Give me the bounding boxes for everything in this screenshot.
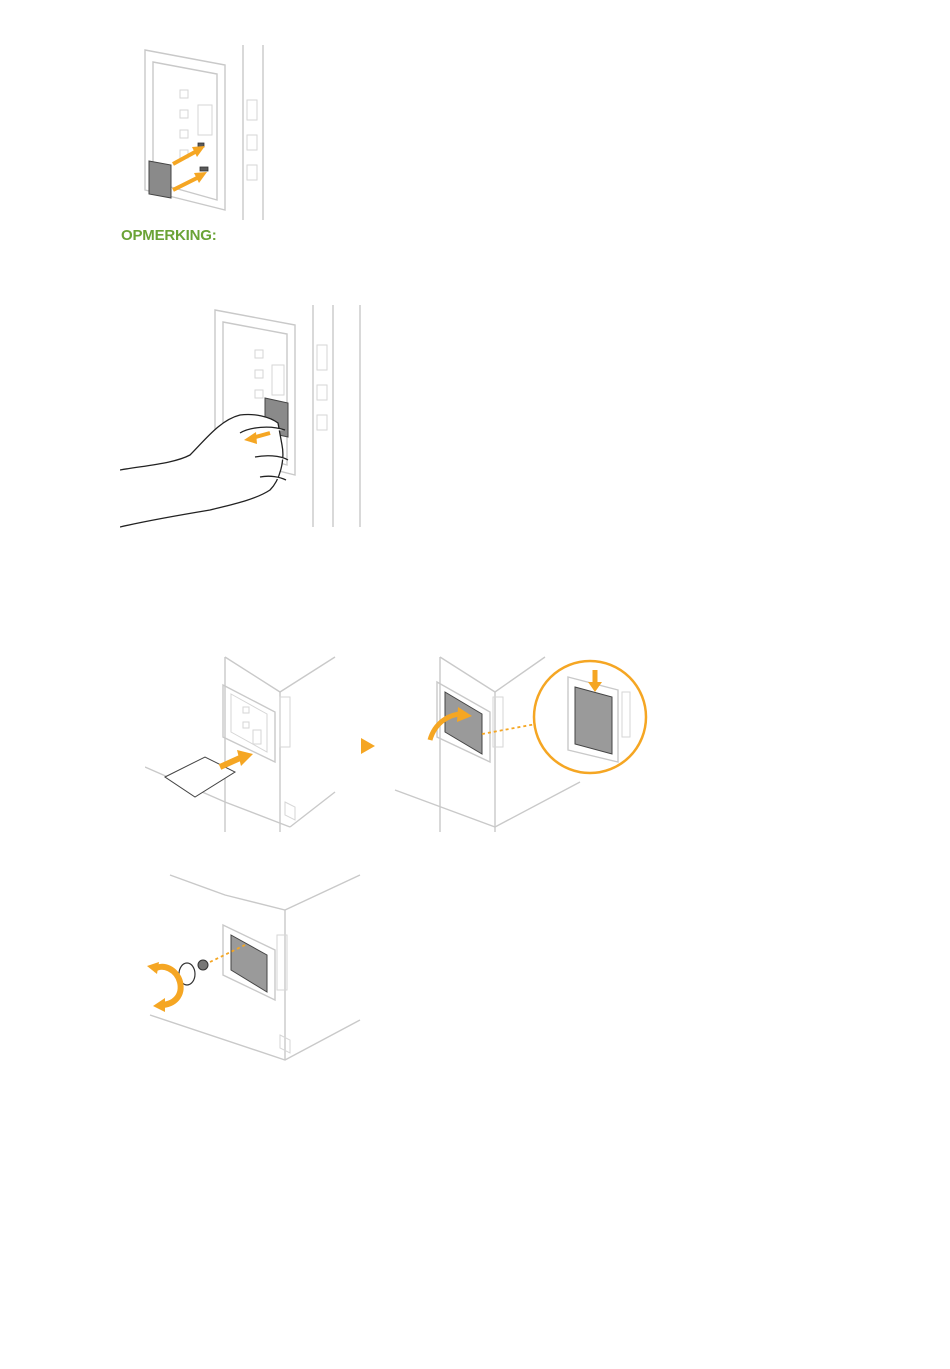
- close-cover-illustration: [390, 652, 655, 832]
- remove-card-illustration: [120, 305, 370, 530]
- sd-card-insert-icon: [149, 161, 171, 198]
- tighten-screw-illustration: [135, 870, 365, 1065]
- insert-card-illustration: [135, 40, 295, 225]
- note-heading: OPMERKING:: [121, 227, 217, 244]
- attach-cover-illustration: [145, 652, 340, 832]
- next-step-arrow-icon: [358, 736, 378, 756]
